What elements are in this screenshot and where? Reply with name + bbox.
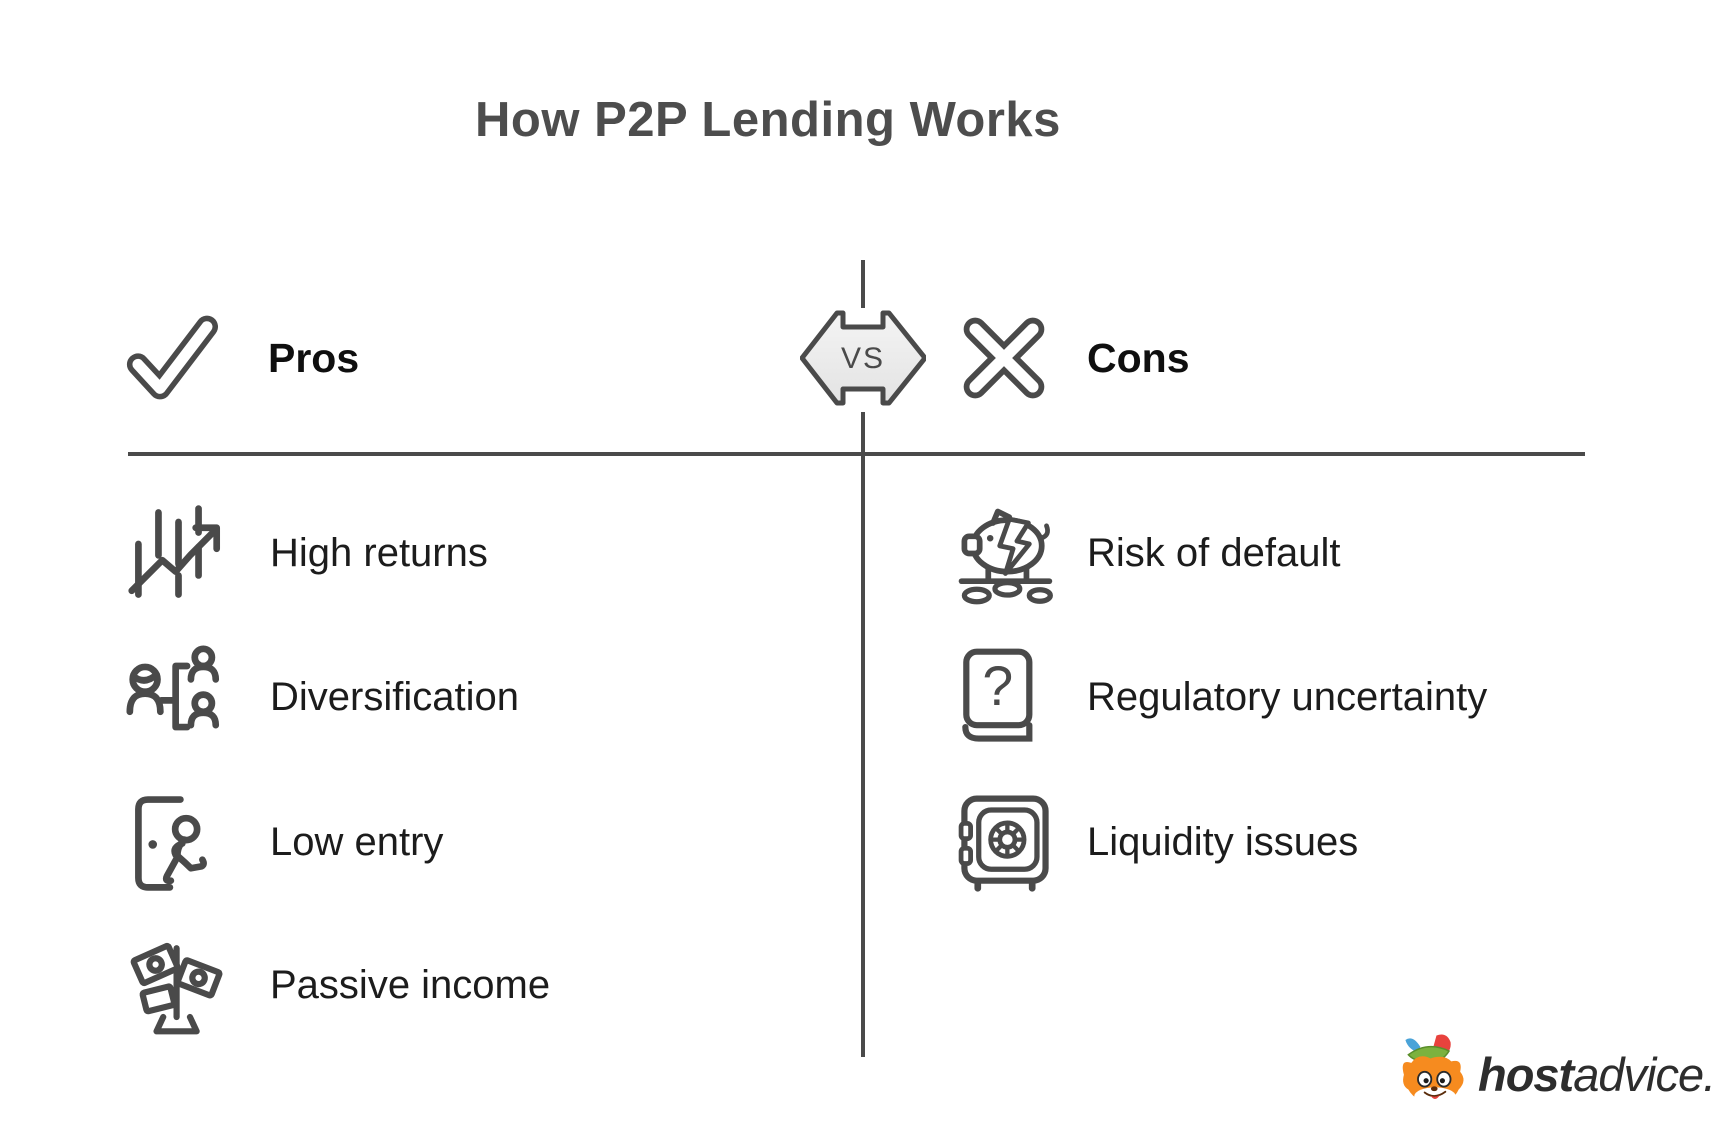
cross-icon	[963, 317, 1045, 399]
center-divider-top	[861, 260, 865, 308]
money-tree-icon	[130, 942, 223, 1034]
broken-piggy-bank-icon	[958, 508, 1053, 604]
vs-label: VS	[840, 342, 886, 375]
cons-header: Cons	[956, 308, 1190, 408]
vs-badge: VS	[800, 310, 926, 408]
horizontal-divider	[128, 452, 1585, 456]
item-label: Diversification	[270, 674, 519, 719]
fox-mascot-icon	[1402, 1034, 1464, 1106]
brand-logo: hostadvice.	[1398, 1032, 1716, 1116]
diversification-people-icon	[126, 644, 220, 730]
item-label: Low entry	[270, 819, 444, 864]
pros-item-passive-income: Passive income	[126, 925, 550, 1045]
brand-wordmark: hostadvice.	[1478, 1047, 1716, 1102]
page-title: How P2P Lending Works	[475, 93, 1061, 147]
item-label: Liquidity issues	[1087, 819, 1359, 864]
center-divider-bottom	[861, 412, 865, 1057]
brand-text-advice: advice.	[1573, 1047, 1716, 1101]
item-label: High returns	[270, 530, 488, 575]
pros-item-low-entry: Low entry	[126, 782, 443, 902]
question-book-icon: ?	[962, 648, 1033, 742]
check-icon	[126, 315, 218, 400]
cons-item-liquidity-issues: Liquidity issues	[952, 782, 1358, 902]
cons-item-regulatory-uncertainty: ? Regulatory uncertainty	[952, 637, 1487, 757]
growth-chart-icon	[128, 504, 221, 598]
safe-icon	[958, 794, 1049, 892]
brand-text-host: host	[1478, 1047, 1574, 1101]
svg-text:?: ?	[982, 655, 1013, 717]
pros-item-high-returns: High returns	[126, 493, 488, 613]
double-arrow-icon	[800, 310, 926, 406]
door-entry-icon	[135, 795, 207, 891]
pros-heading: Pros	[268, 334, 360, 381]
item-label: Passive income	[270, 962, 551, 1007]
cons-item-risk-of-default: Risk of default	[952, 493, 1340, 613]
item-label: Risk of default	[1087, 530, 1341, 575]
cons-heading: Cons	[1087, 334, 1190, 381]
pros-item-diversification: Diversification	[126, 637, 519, 757]
pros-header: Pros	[126, 308, 359, 408]
item-label: Regulatory uncertainty	[1087, 674, 1488, 719]
